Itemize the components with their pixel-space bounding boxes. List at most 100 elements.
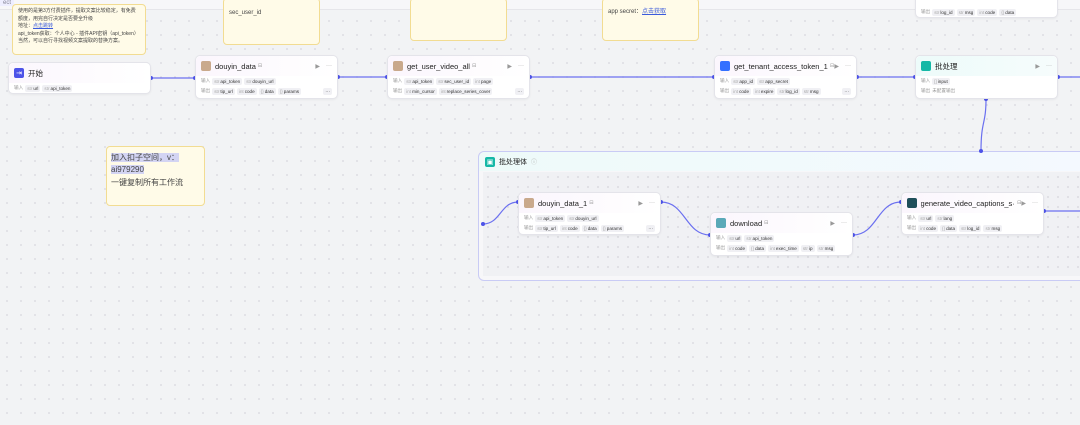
param-chip: intexec_time [768, 244, 799, 252]
param-chip: strapp_secret [757, 77, 790, 85]
param-chip: {}data [940, 224, 958, 232]
plugin-note[interactable]: 使用的是第3方付费插件，提取文案比较稳定，有免费额度，用完自行决定是否要全升级 … [12, 4, 146, 55]
outputs-label: 输出 [720, 88, 730, 93]
more-icon[interactable]: ··· [518, 62, 524, 69]
plugin-badge-icon: ⊟ [471, 63, 477, 69]
param-chip: strmsg [801, 87, 821, 95]
more-outputs-button[interactable]: ··· [515, 87, 524, 95]
plugin-badge-icon: ⊟ [589, 200, 594, 206]
param-chip: strurl [727, 234, 743, 242]
download-icon [716, 218, 726, 228]
inputs-label: 输入 [201, 78, 211, 83]
node-title: generate_video_captions_s··· [920, 198, 1016, 208]
outputs-label: 输出 [921, 88, 931, 93]
top-toolbar: ect [0, 0, 1080, 10]
param-chip: intcode [727, 244, 748, 252]
param-chip: strapp_id [731, 77, 756, 85]
note-text: 当然，可以自行寻找视频文案提取的替换方案。 [18, 38, 124, 44]
outputs-label: 输出 [907, 225, 917, 230]
inputs-label: 输入 [393, 78, 403, 83]
param-chip: intpage [473, 77, 494, 85]
run-icon[interactable]: ▶ [834, 63, 839, 70]
param-chip: []input [932, 77, 950, 85]
inputs-label: 输入 [14, 85, 24, 90]
param-chip: strapi_token [404, 77, 435, 85]
inputs-label: 输入 [720, 78, 730, 83]
param-chip: strapi_token [744, 234, 775, 242]
note-label: app secret： [608, 9, 643, 15]
run-icon[interactable]: ▶ [1021, 200, 1026, 207]
note-2[interactable]: sec_user_id [223, 0, 320, 45]
note-text: 使用的是第3方付费插件，提取文案比较稳定，有免费额度，用完自行决定是否要全升级 [18, 8, 136, 22]
param-chip: {}data [581, 224, 599, 232]
note-3[interactable] [410, 0, 507, 41]
inputs-label: 输入 [716, 235, 726, 240]
note-4[interactable]: app secret：点击获取 [602, 0, 699, 41]
run-icon[interactable]: ▶ [638, 200, 643, 207]
run-icon[interactable]: ▶ [315, 63, 320, 70]
addr-link[interactable]: 点击跳转 [33, 23, 54, 29]
more-icon[interactable]: ··· [326, 62, 332, 69]
param-chip: {}params [277, 87, 302, 95]
outputs-row: 输出未配置输出 [916, 86, 1057, 96]
param-chip: strapi_token [535, 214, 566, 222]
inputs-label: 输入 [921, 78, 931, 83]
param-chip: strtip_url [535, 224, 558, 232]
param-chip: strlog_id [959, 224, 982, 232]
note-text: app secret：点击获取 [608, 8, 693, 17]
more-outputs-button[interactable]: ··· [842, 87, 851, 95]
more-icon[interactable]: ··· [649, 199, 655, 206]
inputs-label: 输入 [524, 215, 534, 220]
param-chip: {}data [749, 244, 767, 252]
param-chip: intcode [977, 8, 998, 16]
note-text: 加入扣子空间，v： [111, 153, 179, 162]
edge [980, 98, 987, 152]
param-chip: intmin_cursor [404, 87, 437, 95]
param-chip: strdouyin_url [244, 77, 276, 85]
captions-icon [907, 198, 917, 208]
node-title: douyin_data [215, 61, 256, 71]
more-icon[interactable]: ··· [845, 62, 851, 69]
info-icon[interactable]: ⓘ [531, 160, 538, 166]
node-title: 开始 [28, 68, 43, 78]
more-icon[interactable]: ··· [1032, 199, 1038, 206]
more-icon[interactable]: ··· [1046, 62, 1052, 69]
run-icon[interactable]: ▶ [830, 220, 835, 227]
node-title: get_tenant_access_token_1 [734, 61, 828, 71]
promo-note[interactable]: 加入扣子空间，v： ai979290 一键复制所有工作流 [106, 146, 205, 206]
run-icon[interactable]: ▶ [507, 63, 512, 70]
avatar-icon [393, 61, 403, 71]
more-icon[interactable]: ··· [841, 219, 847, 226]
outputs-empty: 未配置输出 [932, 88, 956, 93]
plugin-badge-icon: ⊟ [829, 63, 835, 69]
outputs-label: 输出 [716, 245, 726, 250]
more-outputs-button[interactable]: ··· [646, 224, 655, 232]
run-icon[interactable]: ▶ [1035, 63, 1040, 70]
param-chip: strmsg [983, 224, 1003, 232]
param-chip: strurl [25, 84, 41, 92]
note-link[interactable]: 点击获取 [642, 9, 667, 15]
more-outputs-button[interactable]: ··· [323, 87, 332, 95]
inputs-row: 输入[]input [916, 76, 1057, 86]
note-text: sec_user_id [229, 10, 262, 16]
inputs-label: 输入 [907, 215, 917, 220]
param-chip: strapi_token [42, 84, 73, 92]
param-chip: intexpire [753, 87, 776, 95]
